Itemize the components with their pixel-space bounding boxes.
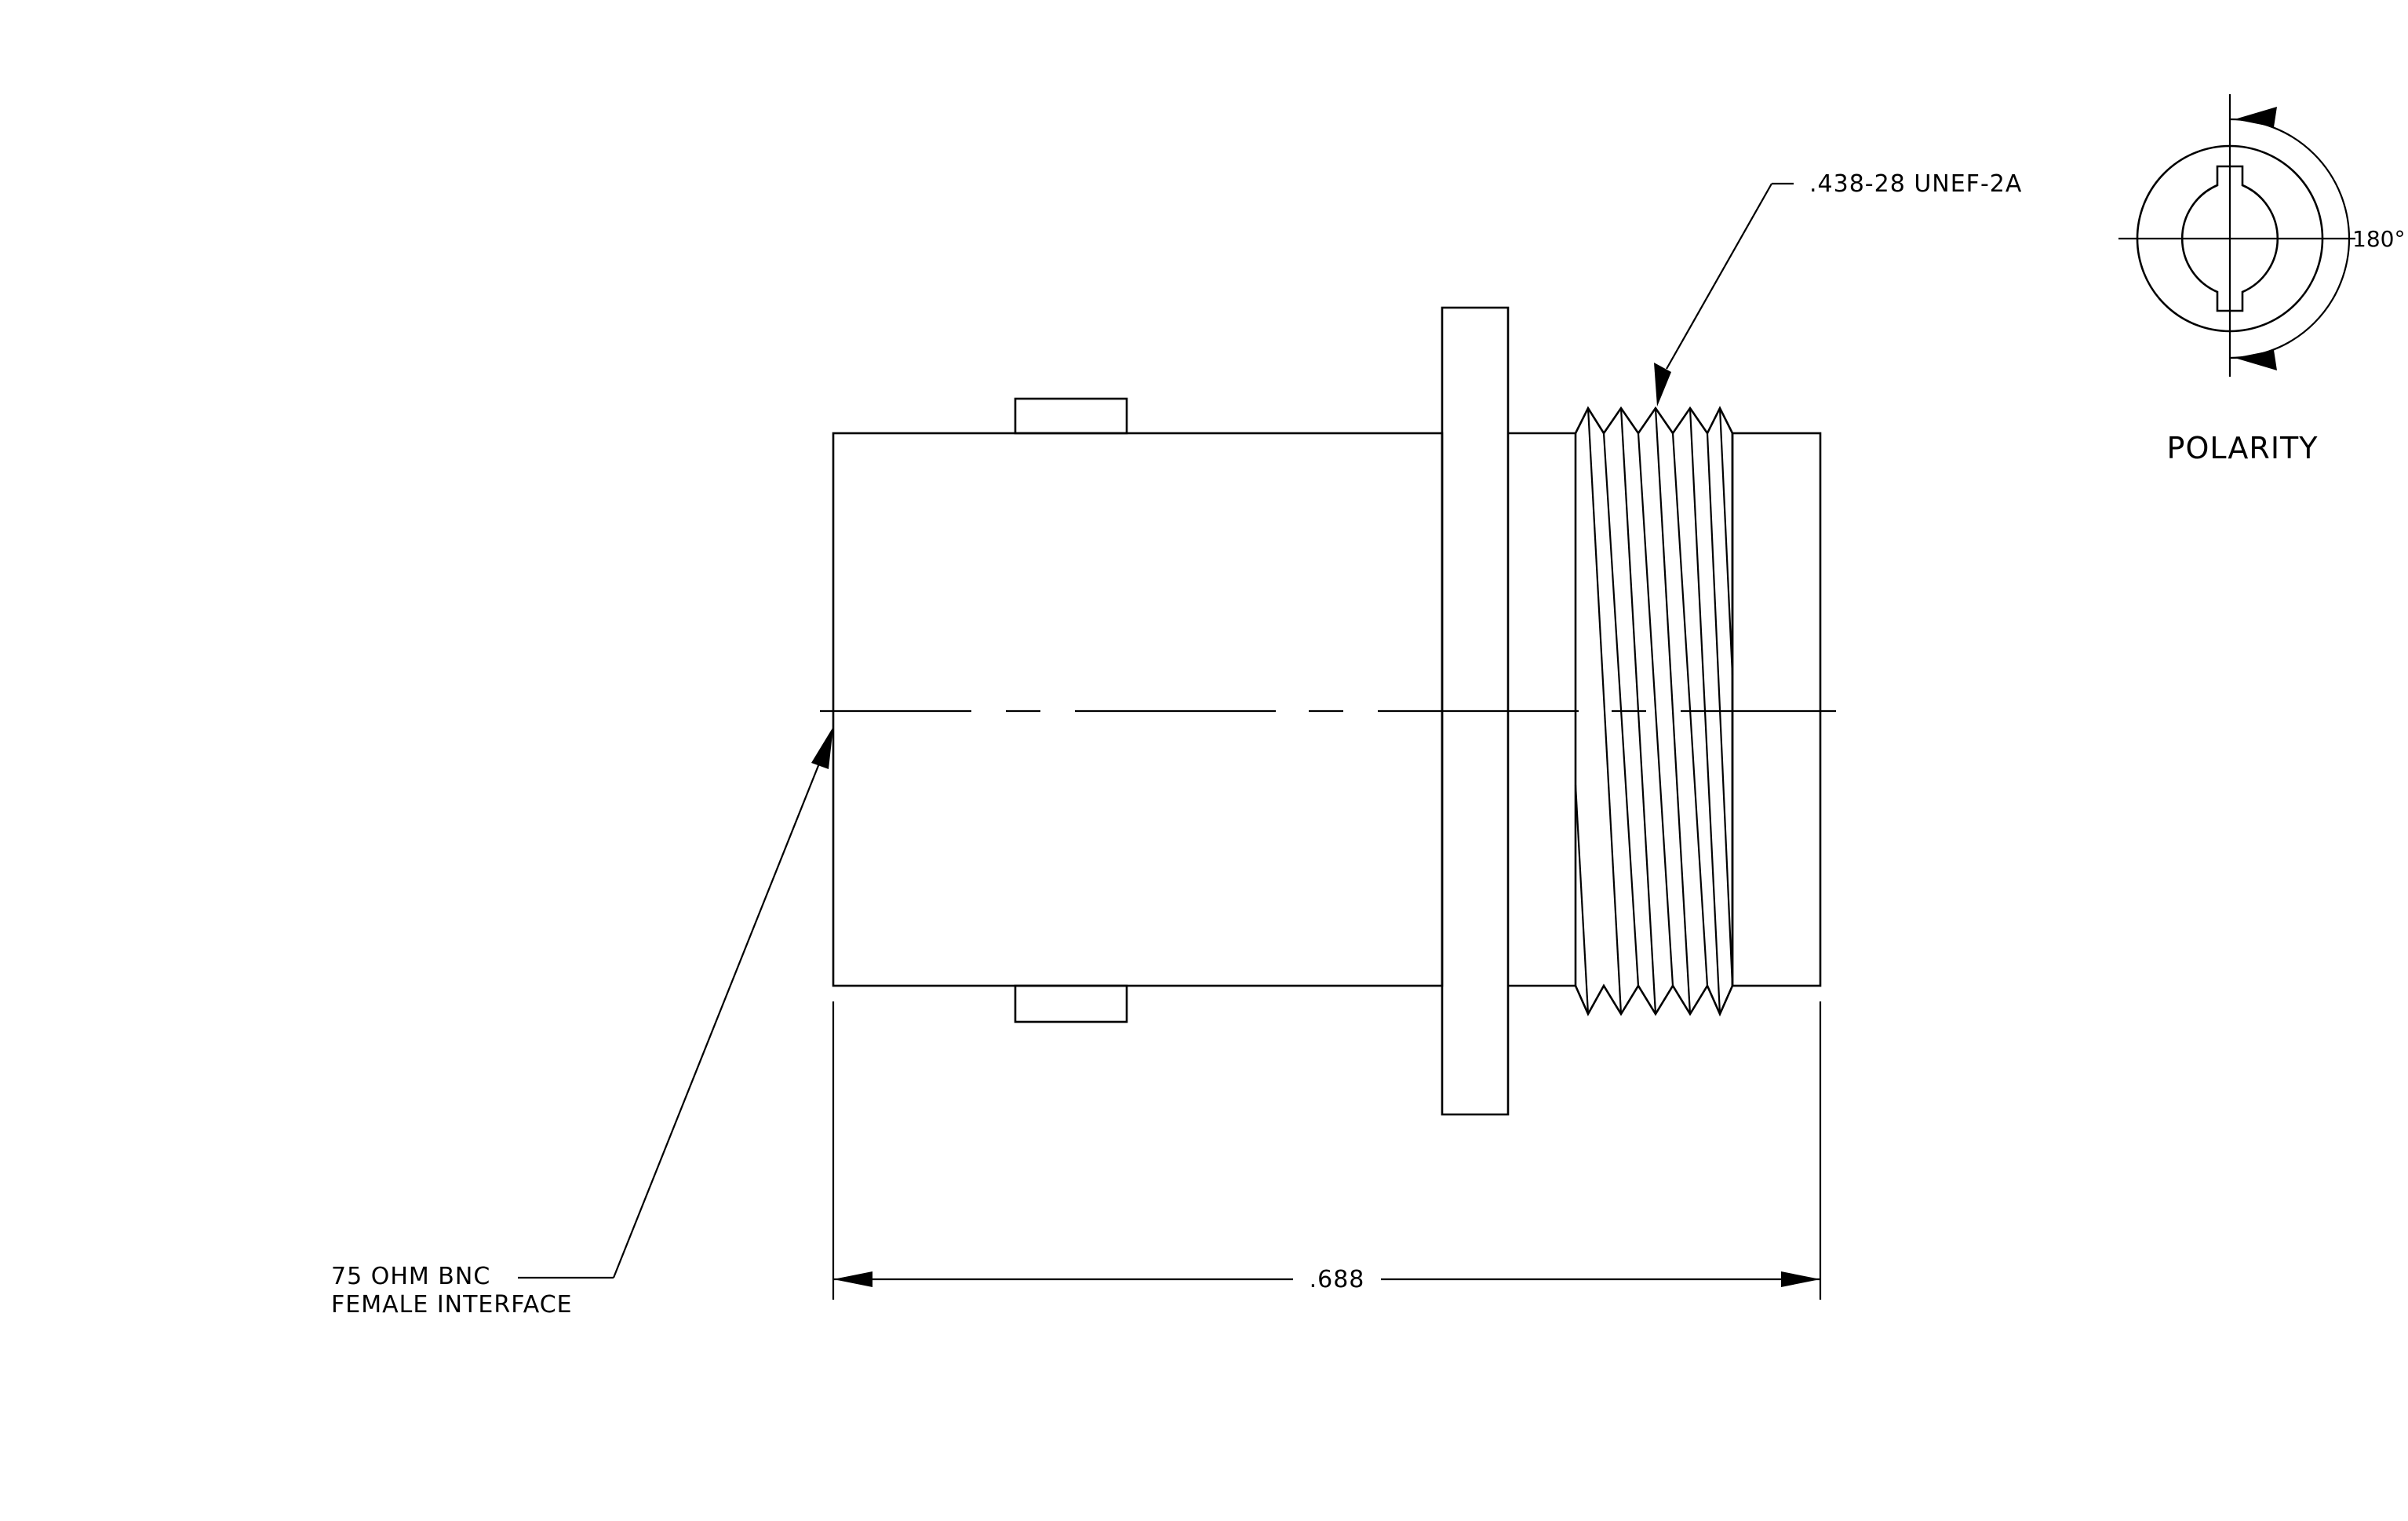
flange-neck (1508, 432, 1576, 987)
rear-section (1731, 432, 1822, 987)
interface-label-line1: 75 OHM BNC (331, 1263, 490, 1290)
overall-length-dimension: .688 (832, 1001, 1822, 1300)
thread-callout-label: .438-28 UNEF-2A (1809, 170, 2022, 198)
interface-callout: 75 OHM BNC FEMALE INTERFACE (331, 727, 833, 1319)
interface-label-line2: FEMALE INTERFACE (331, 1291, 573, 1319)
thread-callout: .438-28 UNEF-2A (1654, 170, 2022, 407)
polarity-angle-label: 180° (2352, 226, 2405, 252)
overall-length-label: .688 (1310, 1266, 1365, 1293)
polarity-view: 180° POLARITY (2118, 94, 2405, 465)
polarity-title: POLARITY (2167, 431, 2319, 465)
